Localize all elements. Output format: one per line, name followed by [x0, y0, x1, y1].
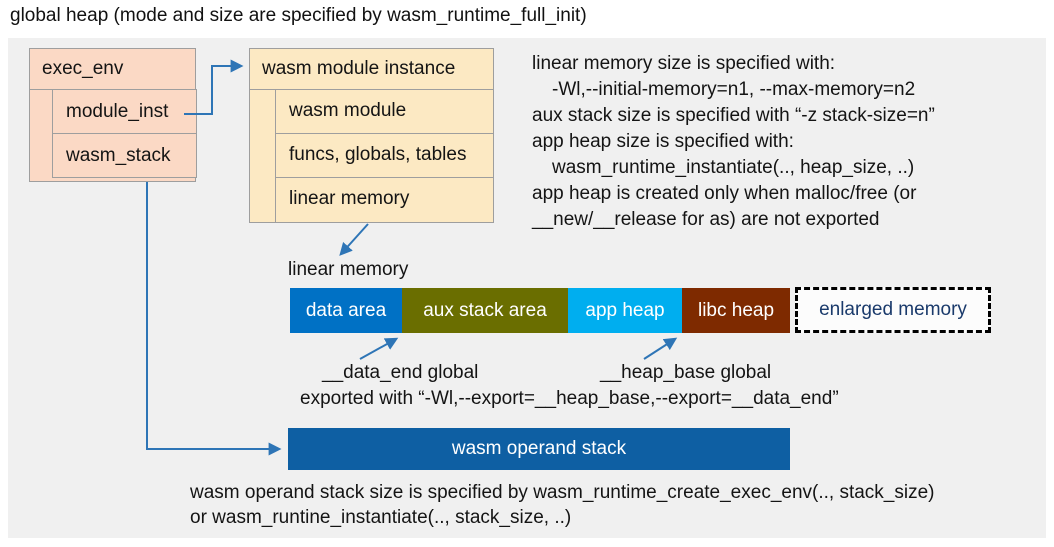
note-line: aux stack size is specified with “-z sta… — [532, 105, 935, 126]
module-instance-header: wasm module instance — [250, 49, 493, 90]
exec-env-row-module-inst: module_inst — [52, 89, 197, 134]
note-line: wasm operand stack size is specified by … — [190, 482, 935, 503]
note-line: linear memory size is specified with: — [532, 53, 836, 74]
segment-data-area: data area — [290, 288, 402, 333]
exec-env-header: exec_env — [30, 49, 195, 90]
exported-with-label: exported with “-Wl,--export=__heap_base,… — [300, 388, 839, 409]
segment-enlarged-memory: enlarged memory — [795, 287, 991, 333]
data-end-global-label: __data_end global — [322, 362, 479, 383]
heap-base-global-label: __heap_base global — [600, 362, 772, 383]
note-line: wasm_runtime_instantiate(.., heap_size, … — [552, 157, 915, 178]
segment-aux-stack-area: aux stack area — [402, 288, 568, 333]
module-instance-row-wasm-module: wasm module — [275, 89, 494, 134]
module-instance-row-funcs-globals-tables: funcs, globals, tables — [275, 133, 494, 178]
note-line: __new/__release for as) are not exported — [532, 209, 880, 230]
page-title: global heap (mode and size are specified… — [10, 5, 587, 26]
operand-stack-notes: wasm operand stack size is specified by … — [190, 480, 935, 530]
segment-libc-heap: libc heap — [682, 288, 790, 333]
linear-memory-bar: data area aux stack area app heap libc h… — [290, 288, 790, 333]
linear-memory-label: linear memory — [288, 259, 409, 280]
exec-env-row-wasm-stack: wasm_stack — [52, 133, 197, 178]
exec-env-box: exec_env module_inst wasm_stack — [29, 48, 197, 182]
segment-app-heap: app heap — [568, 288, 682, 333]
note-line: or wasm_runtine_instantiate(.., stack_si… — [190, 507, 572, 528]
memory-size-notes: linear memory size is specified with: -W… — [532, 51, 935, 233]
module-instance-row-linear-memory: linear memory — [275, 177, 494, 223]
module-instance-box: wasm module instance wasm module funcs, … — [249, 48, 494, 223]
note-line: app heap is created only when malloc/fre… — [532, 183, 917, 204]
note-line: -Wl,--initial-memory=n1, --max-memory=n2 — [552, 79, 916, 100]
note-line: app heap size is specified with: — [532, 131, 794, 152]
wasm-operand-stack-bar: wasm operand stack — [288, 428, 790, 470]
